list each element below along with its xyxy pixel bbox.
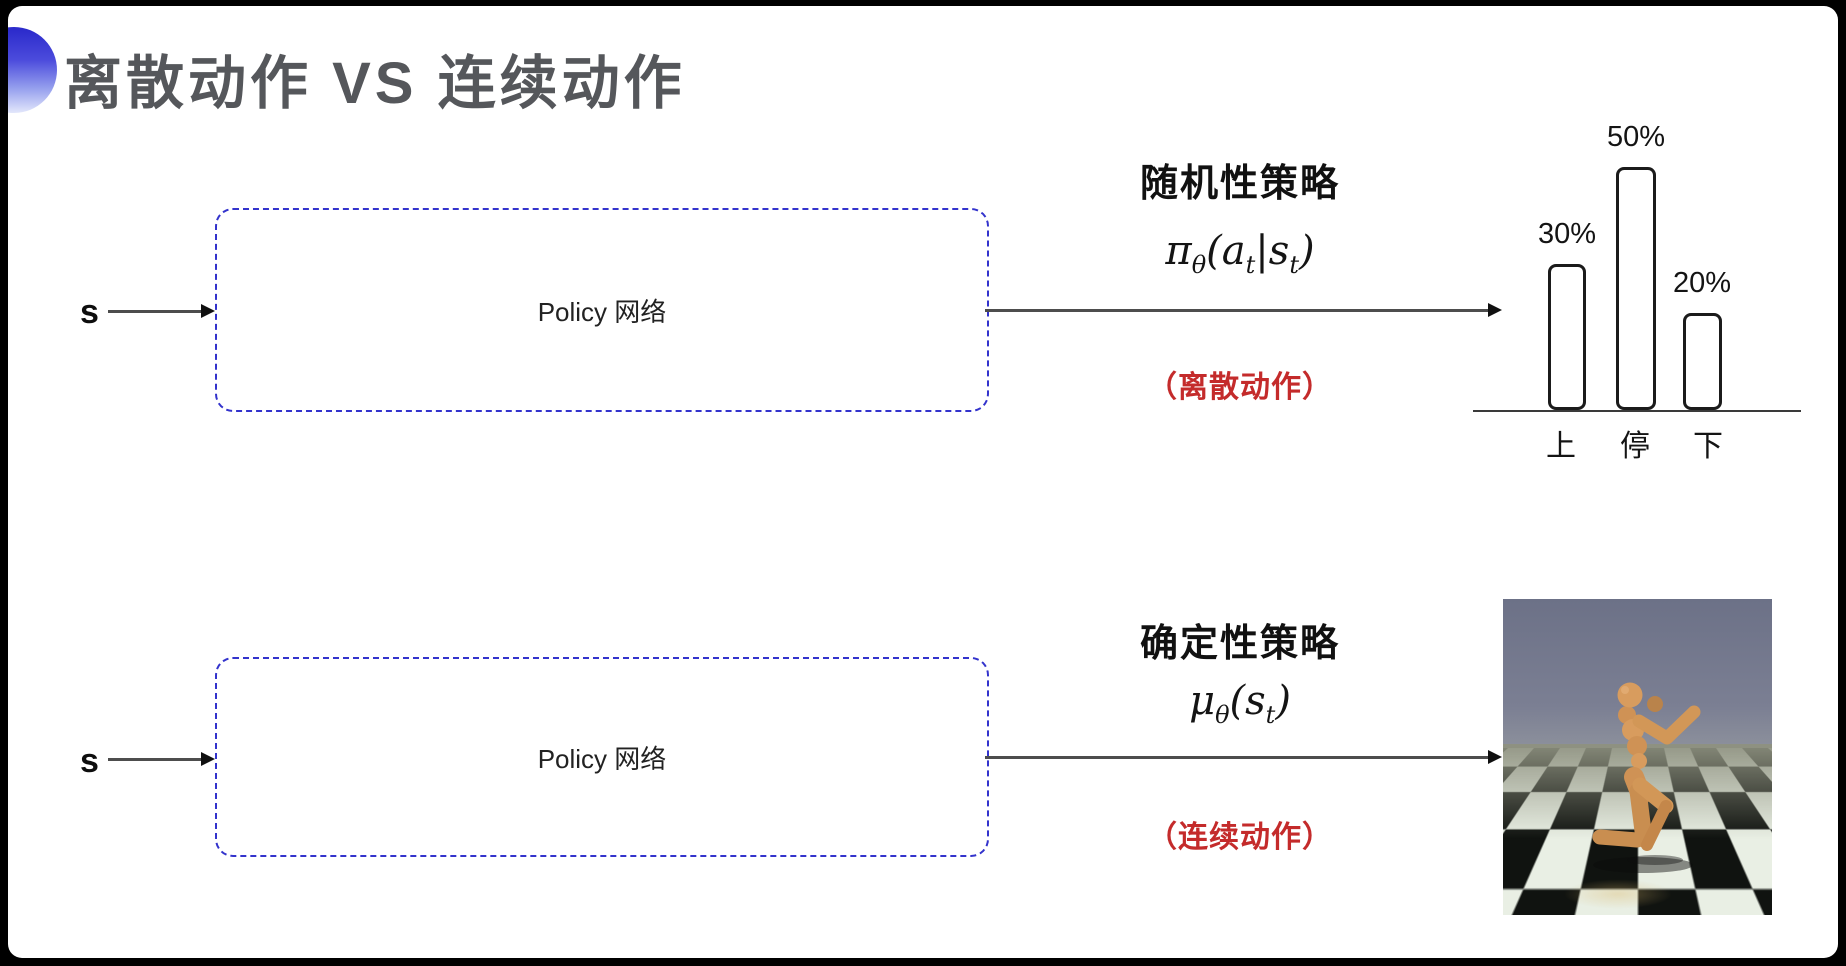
bar-stop	[1616, 167, 1656, 410]
state-input-label-top: s	[80, 293, 99, 331]
bar-category-up: 上	[1546, 430, 1576, 463]
title-accent-circle-icon	[8, 27, 57, 113]
output-arrow-top	[985, 303, 1502, 316]
humanoid-simulation-image	[1503, 599, 1772, 915]
bar-value-label: 20%	[1672, 267, 1732, 299]
bar-value-label: 50%	[1606, 121, 1666, 153]
stochastic-policy-formula: πθ(at|st)	[1165, 228, 1315, 279]
bar-category-down: 下	[1693, 430, 1723, 463]
stochastic-policy-title: 随机性策略	[1139, 163, 1340, 205]
humanoid-robot-figure	[1592, 682, 1701, 873]
discrete-action-note: （离散动作）	[1147, 371, 1333, 404]
continuous-action-note: （连续动作）	[1147, 821, 1333, 854]
deterministic-policy-title: 确定性策略	[1139, 623, 1340, 665]
bar-down	[1682, 313, 1722, 410]
state-input-label-bottom: s	[80, 742, 99, 780]
input-arrow-bottom	[108, 752, 215, 765]
policy-network-box-top: Policy 网络	[215, 208, 989, 412]
policy-network-box-bottom: Policy 网络	[215, 657, 989, 857]
deterministic-policy-formula: μθ(st)	[1189, 678, 1291, 729]
bar-column-up: 30%	[1527, 218, 1607, 410]
page-title: 离散动作 VS 连续动作	[64, 51, 686, 116]
bar-value-label: 30%	[1537, 218, 1597, 250]
output-arrow-bottom	[985, 750, 1502, 763]
content-layer: 离散动作 VS 连续动作 s Policy 网络 随机性策略 πθ(at|st)…	[8, 6, 1838, 958]
bar-category-stop: 停	[1620, 430, 1650, 463]
input-arrow-top	[108, 304, 215, 317]
policy-network-label-top: Policy 网络	[537, 296, 667, 327]
bar-column-stop: 50%	[1596, 121, 1676, 410]
bar-chart-axis	[1473, 410, 1801, 412]
bar-column-down: 20%	[1662, 267, 1742, 410]
slide-background: 离散动作 VS 连续动作 s Policy 网络 随机性策略 πθ(at|st)…	[8, 6, 1838, 958]
bar-up	[1548, 264, 1586, 410]
floor-reflection	[1563, 879, 1673, 909]
policy-network-label-bottom: Policy 网络	[537, 743, 667, 774]
